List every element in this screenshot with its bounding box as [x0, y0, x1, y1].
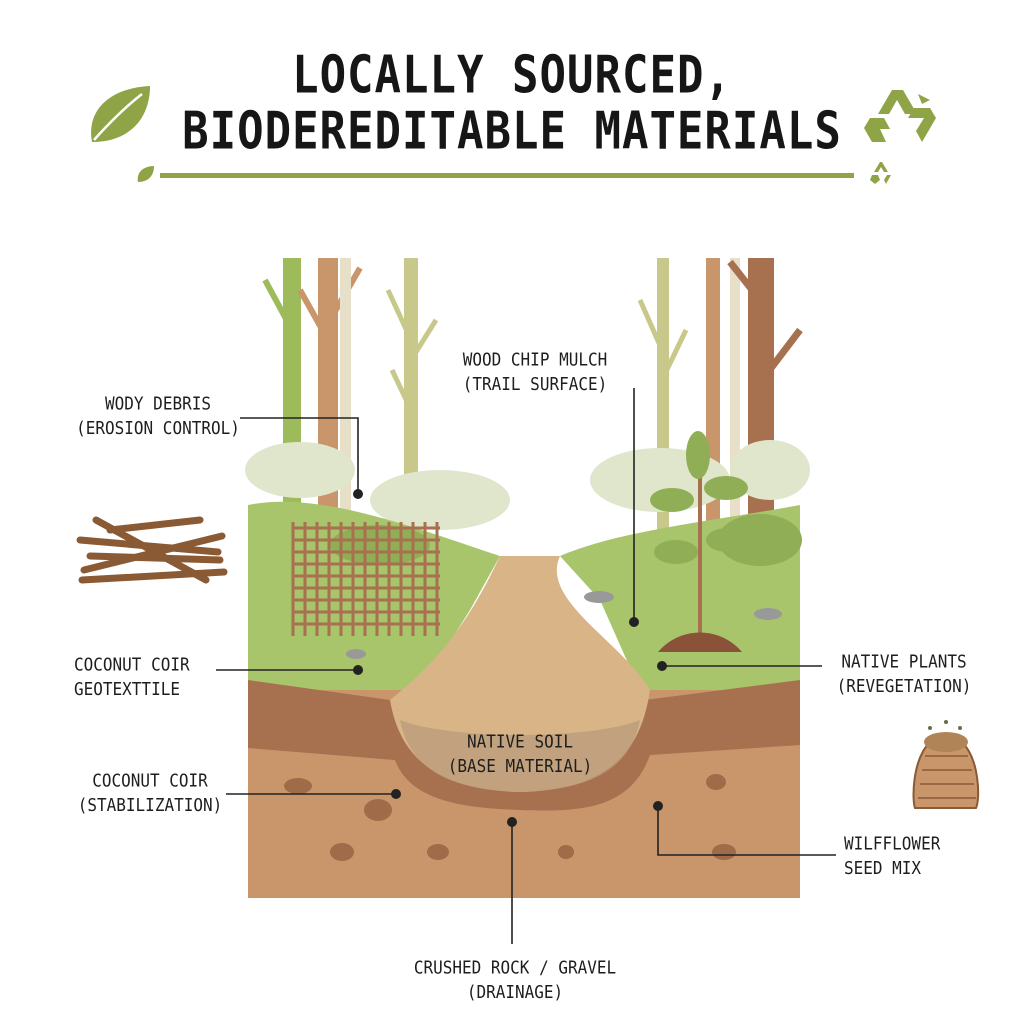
- coir-geotextile-mesh: [291, 522, 440, 636]
- label-crushed-rock: CRUSHED ROCK / GRAVEL(DRAINAGE): [413, 956, 617, 1003]
- native-plant-sapling: [650, 431, 750, 652]
- small-leaf-icon: [137, 166, 154, 182]
- leaf-icon: [91, 86, 150, 142]
- label-native-plants: NATIVE PLANTS(REVEGETATION): [836, 650, 972, 697]
- header-divider: [160, 173, 854, 178]
- twig-bundle-icon: [76, 516, 228, 584]
- base-soil-band: [400, 720, 640, 792]
- seed-sack-icon: [912, 720, 980, 809]
- small-recycle-icon: [870, 162, 891, 184]
- label-native-soil: NATIVE SOIL(BASE MATERIAL): [447, 730, 593, 777]
- title-line-1: LOCALLY SOURCED,: [292, 45, 732, 106]
- title-line-2: BIODEREDITABLE MATERIALS: [182, 101, 842, 162]
- leader-lines: [216, 388, 836, 944]
- label-woody-debris: WODY DEBRIS(EROSION CONTROL): [76, 392, 240, 439]
- label-wood-chip: WOOD CHIP MULCH(TRAIL SURFACE): [462, 348, 608, 395]
- label-coconut-coir-stabilization: COCONUT COIR(STABILIZATION): [77, 769, 223, 816]
- subsoil-stones: [284, 774, 736, 861]
- topsoil-band: [248, 680, 800, 811]
- recycle-icon: [864, 90, 936, 142]
- leader-dots: [353, 489, 667, 827]
